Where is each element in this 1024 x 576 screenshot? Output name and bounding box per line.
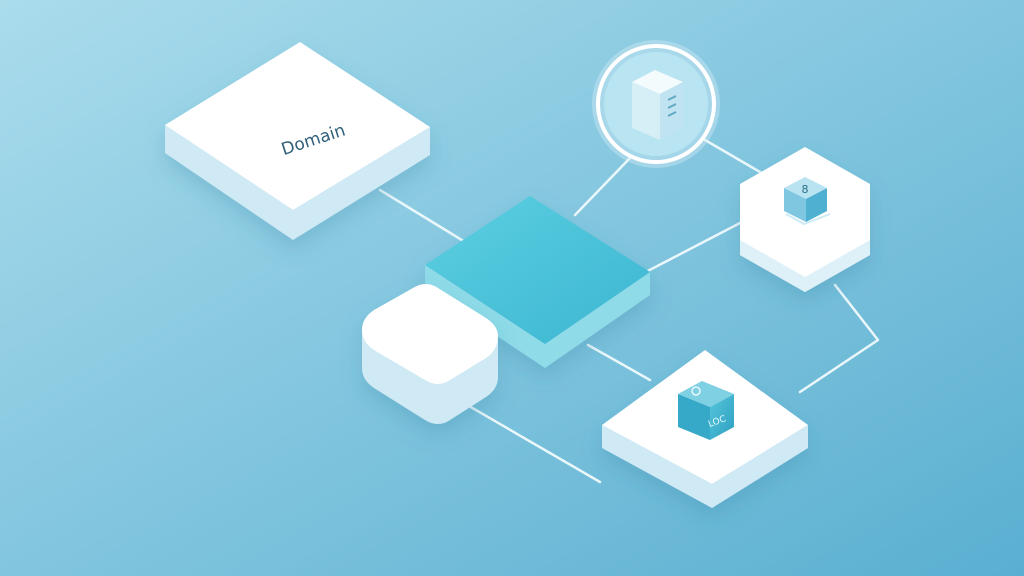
domain-node[interactable]	[165, 42, 430, 240]
hex-cube-glyph: 8	[802, 183, 809, 196]
connector-hub-hex	[638, 220, 744, 277]
small-node[interactable]	[362, 284, 498, 424]
connector-server-hex	[703, 138, 762, 174]
connector-hub-bottom	[586, 343, 652, 382]
hex-cube-icon: 8	[784, 177, 831, 226]
connector-hub-server	[573, 156, 632, 217]
server-node[interactable]	[592, 40, 720, 168]
bottom-cube-icon: LOC	[678, 381, 734, 440]
connector-hex-bottom	[798, 283, 880, 394]
connector-small-bottom	[448, 393, 602, 484]
connector-domain-hub	[378, 188, 472, 247]
connectors	[378, 138, 880, 484]
server-cube-icon	[632, 70, 683, 140]
